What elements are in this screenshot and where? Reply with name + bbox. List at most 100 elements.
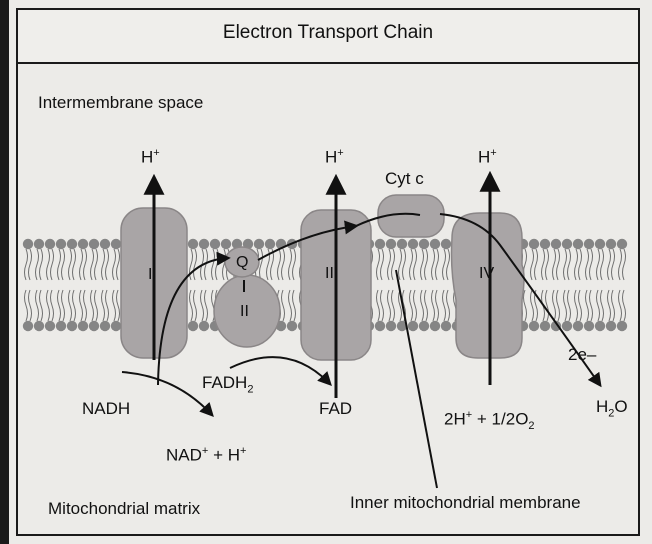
lipid-tail [623, 290, 626, 321]
lipid-tail [84, 249, 87, 280]
lipid-head [573, 321, 583, 331]
lipid-tail [51, 290, 54, 321]
electrons-label: 2e– [568, 346, 596, 363]
lipid-head [199, 239, 209, 249]
nadh-label: NADH [82, 400, 130, 417]
nadh-to-nad-arrow [122, 372, 212, 415]
complex-IV-label: IV [479, 266, 494, 282]
proton-label-I: H+ [141, 148, 160, 166]
lipid-tail [95, 290, 98, 321]
lipid-tail [608, 249, 611, 280]
lipid-head [419, 239, 429, 249]
nad-plus-label: NAD+ + H+ [166, 446, 246, 464]
lipid-head [111, 239, 121, 249]
lipid-head [441, 239, 451, 249]
lipid-tail [414, 249, 417, 280]
lipid-tail [432, 249, 435, 280]
lipid-tail [58, 290, 61, 321]
lipid-head [595, 321, 605, 331]
lipid-tail [392, 249, 395, 280]
lipid-head [89, 321, 99, 331]
lipid-tail [117, 290, 120, 321]
fad-label: FAD [319, 400, 352, 417]
lipid-head [45, 321, 55, 331]
lipid-tail [282, 249, 285, 280]
lipid-tail [58, 249, 61, 280]
lipid-tail [612, 290, 615, 321]
lipid-tail [73, 249, 76, 280]
lipid-head [430, 239, 440, 249]
lipid-head [78, 239, 88, 249]
lipid-tail [553, 249, 556, 280]
lipid-head [584, 239, 594, 249]
lipid-tail [29, 249, 32, 280]
lipid-head [606, 239, 616, 249]
lipid-tail [282, 290, 285, 321]
lipid-head [100, 321, 110, 331]
water-label: H2O [596, 398, 628, 419]
complex-I-label: I [148, 267, 152, 283]
lipid-tail [25, 290, 28, 321]
lipid-head [254, 239, 264, 249]
lipid-tail [106, 249, 109, 280]
lipid-head [56, 321, 66, 331]
quinone-label: Q [236, 255, 248, 271]
lipid-tail [289, 290, 292, 321]
lipid-tail [69, 249, 72, 280]
lipid-head [188, 321, 198, 331]
lipid-head [45, 239, 55, 249]
lipid-head [419, 321, 429, 331]
lipid-tail [546, 249, 549, 280]
lipid-tail [436, 290, 439, 321]
lipid-head [562, 239, 572, 249]
lipid-head [111, 321, 121, 331]
lipid-head [441, 321, 451, 331]
lipid-tail [293, 249, 296, 280]
lipid-tail [597, 249, 600, 280]
lipid-tail [608, 290, 611, 321]
lipid-tail [289, 249, 292, 280]
lipid-tail [260, 249, 263, 280]
lipid-tail [590, 249, 593, 280]
lipid-head [221, 239, 231, 249]
lipid-tail [557, 290, 560, 321]
inner-membrane-label: Inner mitochondrial membrane [350, 494, 581, 511]
lipid-tail [414, 290, 417, 321]
lipid-head [617, 239, 627, 249]
lipid-tail [102, 249, 105, 280]
lipid-tail [69, 290, 72, 321]
lipid-tail [36, 249, 39, 280]
lipid-head [78, 321, 88, 331]
lipid-tail [403, 249, 406, 280]
lipid-tail [601, 249, 604, 280]
lipid-tail [95, 249, 98, 280]
lipid-head [34, 321, 44, 331]
lipid-head [595, 239, 605, 249]
lipid-tail [447, 290, 450, 321]
lipid-tail [91, 290, 94, 321]
lipid-tail [586, 290, 589, 321]
lipid-tail [293, 290, 296, 321]
lipid-tail [410, 249, 413, 280]
lipid-tail [399, 249, 402, 280]
lipid-head [23, 239, 33, 249]
lipid-tail [601, 290, 604, 321]
lipid-tail [73, 290, 76, 321]
lipid-head [100, 239, 110, 249]
lipid-tail [425, 249, 428, 280]
lipid-tail [531, 249, 534, 280]
lipid-head [56, 239, 66, 249]
lipid-tail [421, 290, 424, 321]
lipid-tail [216, 249, 219, 280]
lipid-head [397, 239, 407, 249]
lipid-tail [524, 290, 527, 321]
lipid-tail [531, 290, 534, 321]
lipid-tail [194, 249, 197, 280]
lipid-tail [421, 249, 424, 280]
proton-label-III: H+ [325, 148, 344, 166]
lipid-tail [436, 249, 439, 280]
lipid-tail [377, 249, 380, 280]
lipid-tail [564, 249, 567, 280]
lipid-tail [47, 290, 50, 321]
lipid-tail [190, 290, 193, 321]
